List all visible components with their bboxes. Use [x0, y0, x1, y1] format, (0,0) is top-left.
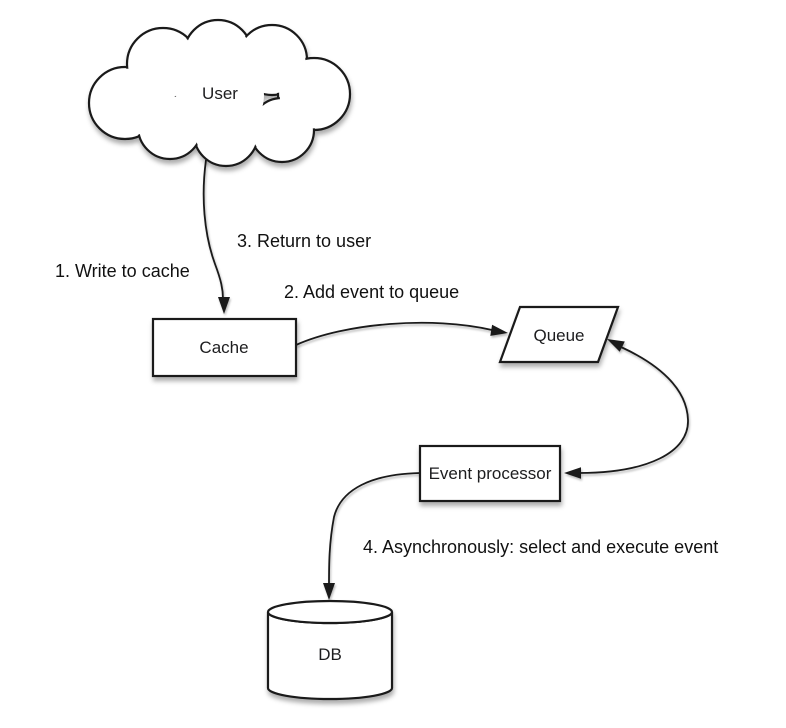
- db-node: [266, 599, 394, 701]
- cache-node-label: Cache: [199, 338, 248, 357]
- arrowhead-upleft-icon: [607, 339, 625, 352]
- cloud-center-fill: [176, 51, 264, 139]
- edge-label-return-to-user: 3. Return to user: [237, 231, 371, 251]
- db-cylinder-top: [266, 599, 394, 625]
- connector-user-to-cache: [202, 159, 230, 314]
- arrowhead-left-icon: [564, 467, 581, 479]
- queue-node: [498, 305, 620, 364]
- arrowhead-down-icon: [323, 583, 335, 600]
- edge-label-async-select-execute: 4. Asynchronously: select and execute ev…: [363, 537, 718, 557]
- event-processor-node-box: [418, 444, 562, 503]
- event-processor-node-label: Event processor: [429, 464, 552, 483]
- cache-node: [151, 317, 298, 378]
- queue-node-label: Queue: [533, 326, 584, 345]
- edge-label-write-to-cache: 1. Write to cache: [55, 261, 190, 281]
- cloud-lobe-fill: [251, 99, 313, 161]
- cache-node-box: [151, 317, 298, 378]
- user-node-label: User: [202, 84, 238, 103]
- arrowhead-right-icon: [490, 324, 508, 336]
- connector-cache-to-queue-line: [295, 321, 493, 346]
- connector-cache-to-queue: [295, 321, 508, 346]
- edge-label-add-event-to-queue: 2. Add event to queue: [284, 282, 459, 302]
- event-processor-node: [418, 444, 562, 503]
- connector-event-processor-to-db: [323, 472, 421, 600]
- arrowhead-down-icon: [218, 297, 230, 314]
- db-node-label: DB: [318, 645, 342, 664]
- connector-queue-event-processor-line: [578, 346, 689, 474]
- user-cloud-node: [87, 18, 352, 168]
- connector-queue-event-processor: [564, 339, 689, 479]
- connector-user-to-cache-line: [202, 159, 224, 300]
- queue-node-parallelogram: [498, 305, 620, 364]
- connector-event-processor-to-db-line: [328, 472, 421, 586]
